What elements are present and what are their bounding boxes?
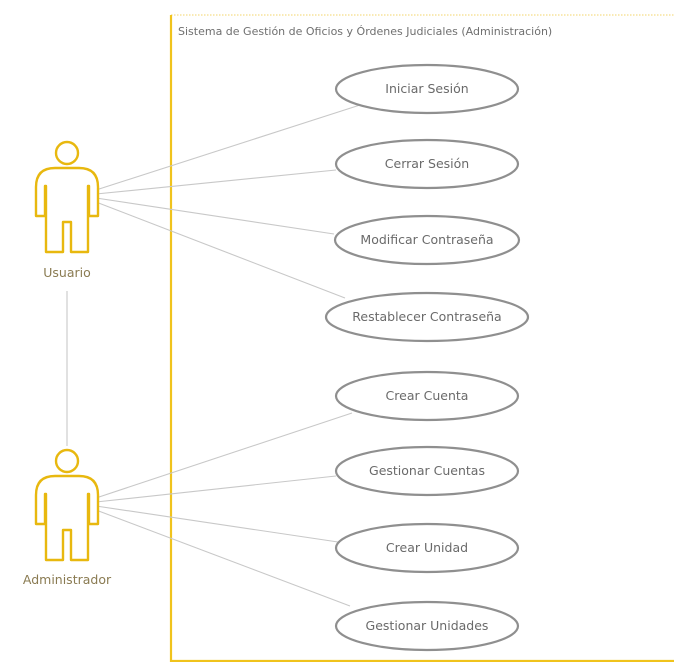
use-case-label: Modificar Contraseña	[360, 232, 493, 247]
use-case-ellipse	[324, 291, 530, 343]
actor-label-administrador: Administrador	[23, 572, 112, 587]
use-case-cerrar-sesion[interactable]: Cerrar Sesión	[334, 138, 520, 190]
use-case-label: Crear Cuenta	[386, 388, 469, 403]
association-line	[95, 412, 353, 499]
actor-administrador[interactable]: Administrador	[23, 448, 112, 587]
use-case-crear-cuenta[interactable]: Crear Cuenta	[334, 370, 520, 422]
system-boundary: Sistema de Gestión de Oficios y Órdenes …	[169, 14, 674, 662]
system-title: Sistema de Gestión de Oficios y Órdenes …	[178, 25, 552, 38]
actor-label-usuario: Usuario	[43, 265, 91, 280]
use-case-gestionar-cuentas[interactable]: Gestionar Cuentas	[334, 445, 520, 497]
use-case-label: Iniciar Sesión	[385, 81, 468, 96]
association-line	[95, 197, 335, 235]
use-case-label: Gestionar Cuentas	[369, 463, 485, 478]
use-case-modificar-contrasena[interactable]: Modificar Contraseña	[333, 214, 521, 266]
use-case-label: Restablecer Contraseña	[352, 309, 501, 324]
use-case-label: Crear Unidad	[386, 540, 468, 555]
use-case-ellipse	[334, 370, 520, 422]
use-case-label: Gestionar Unidades	[366, 618, 489, 633]
association-line	[95, 475, 337, 503]
use-case-label: Cerrar Sesión	[385, 156, 469, 171]
use-case-ellipse	[334, 600, 520, 652]
association-line	[95, 201, 346, 299]
association-line	[95, 169, 337, 195]
association-line	[95, 505, 339, 543]
use-case-ellipse	[334, 63, 520, 115]
administrador-associations	[95, 412, 353, 607]
use-case-restablecer-contrasena[interactable]: Restablecer Contraseña	[324, 291, 530, 343]
use-case-ellipse	[334, 445, 520, 497]
usuario-associations	[95, 104, 361, 299]
association-line	[95, 509, 351, 607]
use-case-iniciar-sesion[interactable]: Iniciar Sesión	[334, 63, 520, 115]
use-case-crear-unidad[interactable]: Crear Unidad	[334, 522, 520, 574]
administrador-stick-figure-icon	[34, 448, 100, 562]
use-case-ellipse	[334, 138, 520, 190]
usuario-stick-figure-icon	[34, 140, 100, 254]
use-case-gestionar-unidades[interactable]: Gestionar Unidades	[334, 600, 520, 652]
association-line	[95, 104, 361, 191]
use-case-ellipse	[334, 522, 520, 574]
actor-usuario[interactable]: Usuario	[34, 140, 100, 280]
use-case-ellipse	[333, 214, 521, 266]
